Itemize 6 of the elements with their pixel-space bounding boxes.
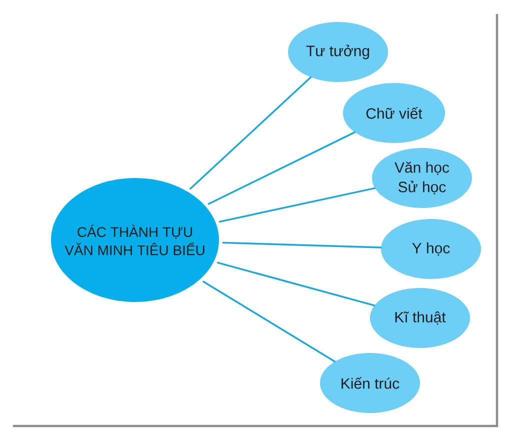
connector-line	[208, 131, 356, 205]
connector-line	[216, 262, 376, 306]
connector-line	[190, 76, 312, 190]
connector-line	[202, 280, 336, 362]
connector-line	[218, 187, 376, 223]
connector-line	[222, 242, 382, 248]
